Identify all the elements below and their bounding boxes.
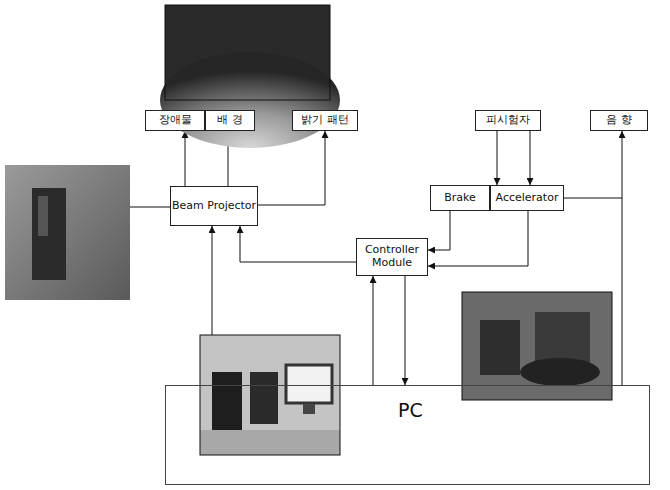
node-label: 장애물 xyxy=(159,114,192,127)
wire xyxy=(562,198,622,199)
node-label: Brake xyxy=(444,192,476,205)
node-label: PC xyxy=(398,400,423,422)
pedal-shape xyxy=(480,320,520,375)
output-box: 배 경 xyxy=(205,110,255,131)
node-label: 밝기 패턴 xyxy=(301,114,349,127)
obstacle-photo xyxy=(5,165,170,300)
monitor-stand xyxy=(303,404,315,414)
process-box: Controller Module xyxy=(356,238,428,276)
pedal-photo xyxy=(462,292,612,400)
pc-box: PC xyxy=(165,385,650,485)
wire xyxy=(130,207,170,208)
photo-ground xyxy=(200,335,340,455)
connector-arrow xyxy=(428,211,450,250)
process-box: Beam Projector xyxy=(170,186,258,226)
output-box: 밝기 패턴 xyxy=(292,110,358,131)
obstacle-shape xyxy=(32,188,66,280)
node-label: 음 향 xyxy=(606,114,632,127)
photo-ground xyxy=(5,165,130,300)
photo-frame xyxy=(165,5,330,100)
input-box: Brake xyxy=(430,185,490,211)
pc-tower xyxy=(250,372,278,424)
pedal-base xyxy=(520,358,600,386)
connector-arrow xyxy=(497,131,498,185)
connector-arrow xyxy=(185,131,186,186)
node-label: Controller Module xyxy=(357,244,427,269)
connector-arrow xyxy=(530,131,531,185)
node-label: 피시험자 xyxy=(486,114,530,127)
monitor xyxy=(286,365,332,403)
obstacle-detail xyxy=(38,196,48,236)
photo-frame xyxy=(200,335,340,455)
output-box: 장애물 xyxy=(145,110,205,131)
desk xyxy=(200,430,340,455)
connector-arrow xyxy=(428,211,528,266)
node-label: Accelerator xyxy=(496,192,559,205)
photo-frame xyxy=(462,292,612,400)
connector-arrow xyxy=(373,276,374,385)
connector-arrow xyxy=(240,226,356,262)
connector-arrow xyxy=(405,276,406,385)
input-box: Accelerator xyxy=(490,185,564,211)
pc-photo xyxy=(200,335,340,455)
photo-ground xyxy=(462,292,612,400)
subject-box: 피시험자 xyxy=(475,110,541,131)
output-box: 음 향 xyxy=(590,110,648,131)
node-label: Beam Projector xyxy=(172,200,256,213)
node-label: 배 경 xyxy=(217,114,243,127)
pc-tower xyxy=(212,372,242,430)
connector-arrow xyxy=(622,131,623,385)
